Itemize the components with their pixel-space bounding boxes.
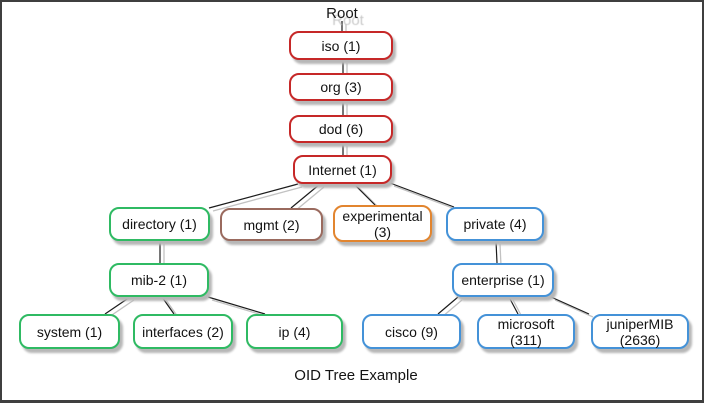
node-directory-label: directory (1) — [122, 216, 197, 232]
node-experimental-label-line2: (3) — [373, 223, 392, 240]
node-dod-label: dod (6) — [318, 121, 364, 137]
node-cisco-label: cisco (9) — [385, 323, 438, 340]
node-mib-2: mib-2 (1) — [109, 263, 209, 297]
node-experimental-label-line1: experimental — [342, 207, 423, 224]
node-mib-2-label: mib-2 (1) — [130, 272, 187, 288]
node-private: private (4) — [446, 207, 544, 241]
node-directory: directory (1) — [109, 207, 210, 241]
node-mgmt-label: mgmt (2) — [243, 216, 300, 233]
node-org: org (3) — [289, 73, 393, 101]
node-dod: dod (6) — [289, 115, 393, 143]
node-interfaces: interfaces (2) — [133, 314, 233, 349]
node-enterprise: enterprise (1) — [452, 263, 554, 297]
node-ip: ip (4) — [246, 314, 343, 349]
diagram-caption: OID Tree Example — [294, 367, 418, 384]
root-label: Root — [326, 5, 358, 22]
node-system-label: system (1) — [36, 323, 103, 340]
node-microsoft-label-line1: microsoft — [497, 315, 555, 332]
node-iso-label: iso (1) — [321, 37, 361, 54]
node-enterprise-label: enterprise (1) — [461, 272, 545, 288]
node-system: system (1) — [19, 314, 120, 349]
node-cisco: cisco (9) — [362, 314, 461, 349]
node-junipermib-label-line1: juniperMIB — [606, 315, 674, 332]
node-private-label: private (4) — [463, 216, 527, 232]
node-ip-label: ip (4) — [278, 323, 311, 340]
node-experimental: experimental (3) — [333, 205, 432, 242]
node-internet-label: Internet (1) — [308, 161, 377, 178]
node-internet: Internet (1) — [293, 155, 392, 184]
node-iso: iso (1) — [289, 31, 393, 60]
node-microsoft: microsoft (311) — [477, 314, 575, 349]
node-interfaces-label: interfaces (2) — [142, 323, 224, 340]
node-junipermib-label-line2: (2636) — [619, 331, 661, 348]
node-junipermib: juniperMIB (2636) — [591, 314, 689, 349]
node-microsoft-label-line2: (311) — [510, 331, 542, 348]
node-org-label: org (3) — [320, 79, 362, 95]
node-mgmt: mgmt (2) — [220, 208, 323, 241]
